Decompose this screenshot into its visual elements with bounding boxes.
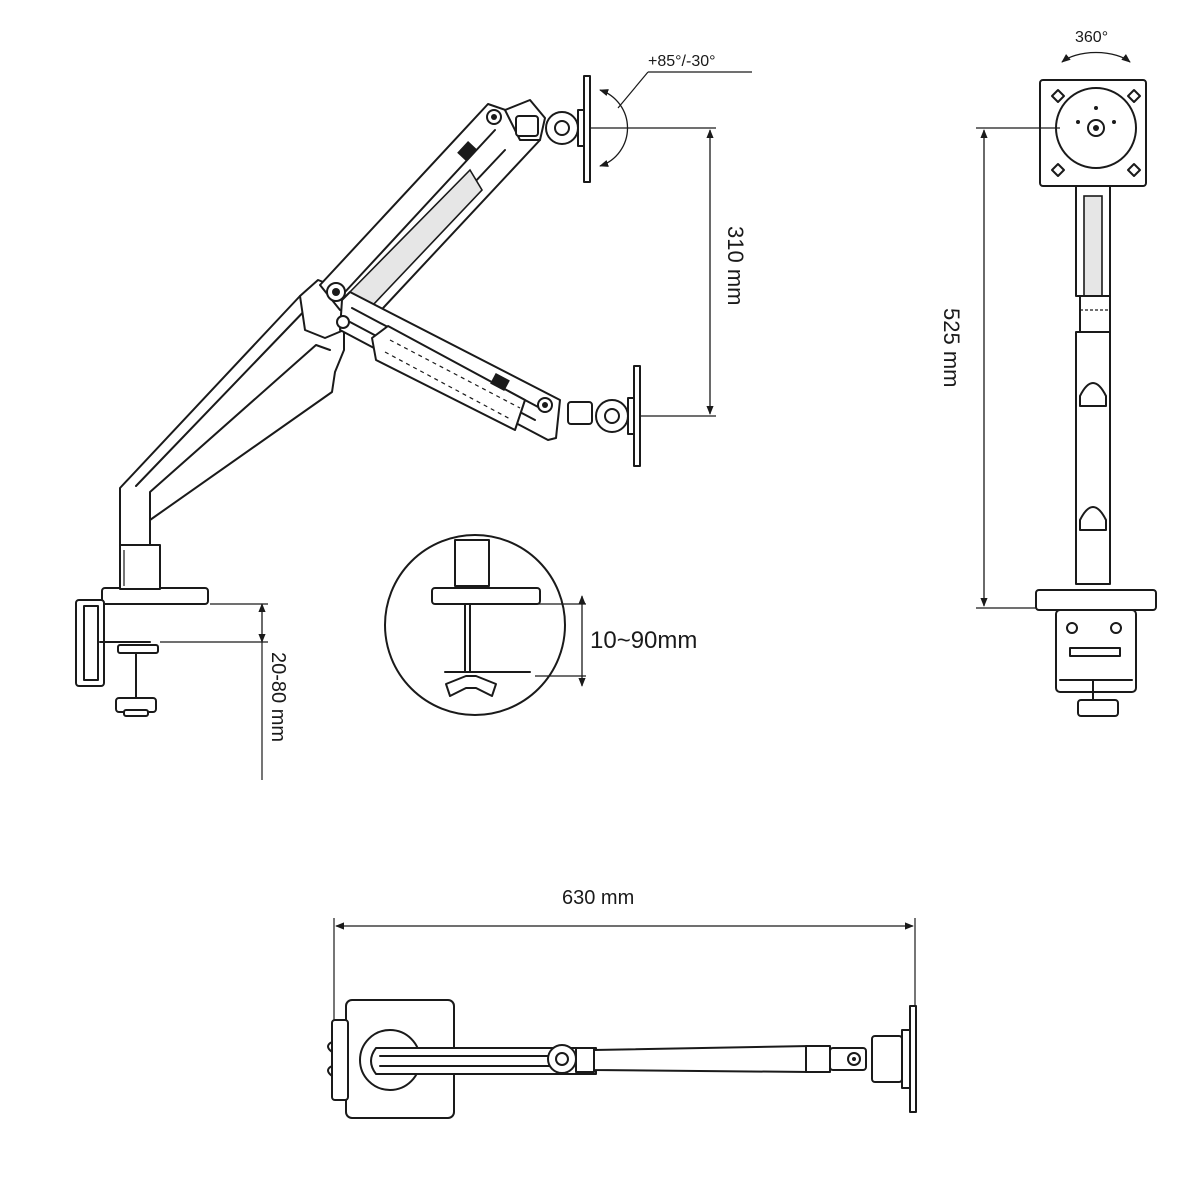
top-view [327,918,917,1119]
upper-arm-raised [319,99,546,323]
monitor-plate-upper [545,71,752,183]
front-clamp [1035,589,1157,717]
vesa-plate [1039,51,1147,187]
arm-reach-dimension [333,918,916,1020]
front-view [976,51,1157,717]
front-pole [1075,185,1111,585]
total-height-label: 525 mm [939,308,964,387]
side-view [75,71,752,780]
base-pole-side [119,544,161,590]
height-range-label: 310 mm [723,226,748,305]
desk-clamp-side [75,587,209,717]
clamp-range-label: 20-80 mm [267,652,289,742]
grommet-detail [384,534,586,716]
clamp-range-dimension [160,603,268,780]
tilt-angle-label: +85°/-30° [648,53,716,70]
top-arm [370,1005,917,1113]
rotation-label: 360° [1075,29,1108,46]
grommet-range-label: 10~90mm [590,627,697,654]
total-height-dimension [976,127,1060,609]
lower-arm-side [119,279,345,546]
arm-reach-label: 630 mm [562,887,634,909]
upper-arm-lowered [336,291,716,467]
